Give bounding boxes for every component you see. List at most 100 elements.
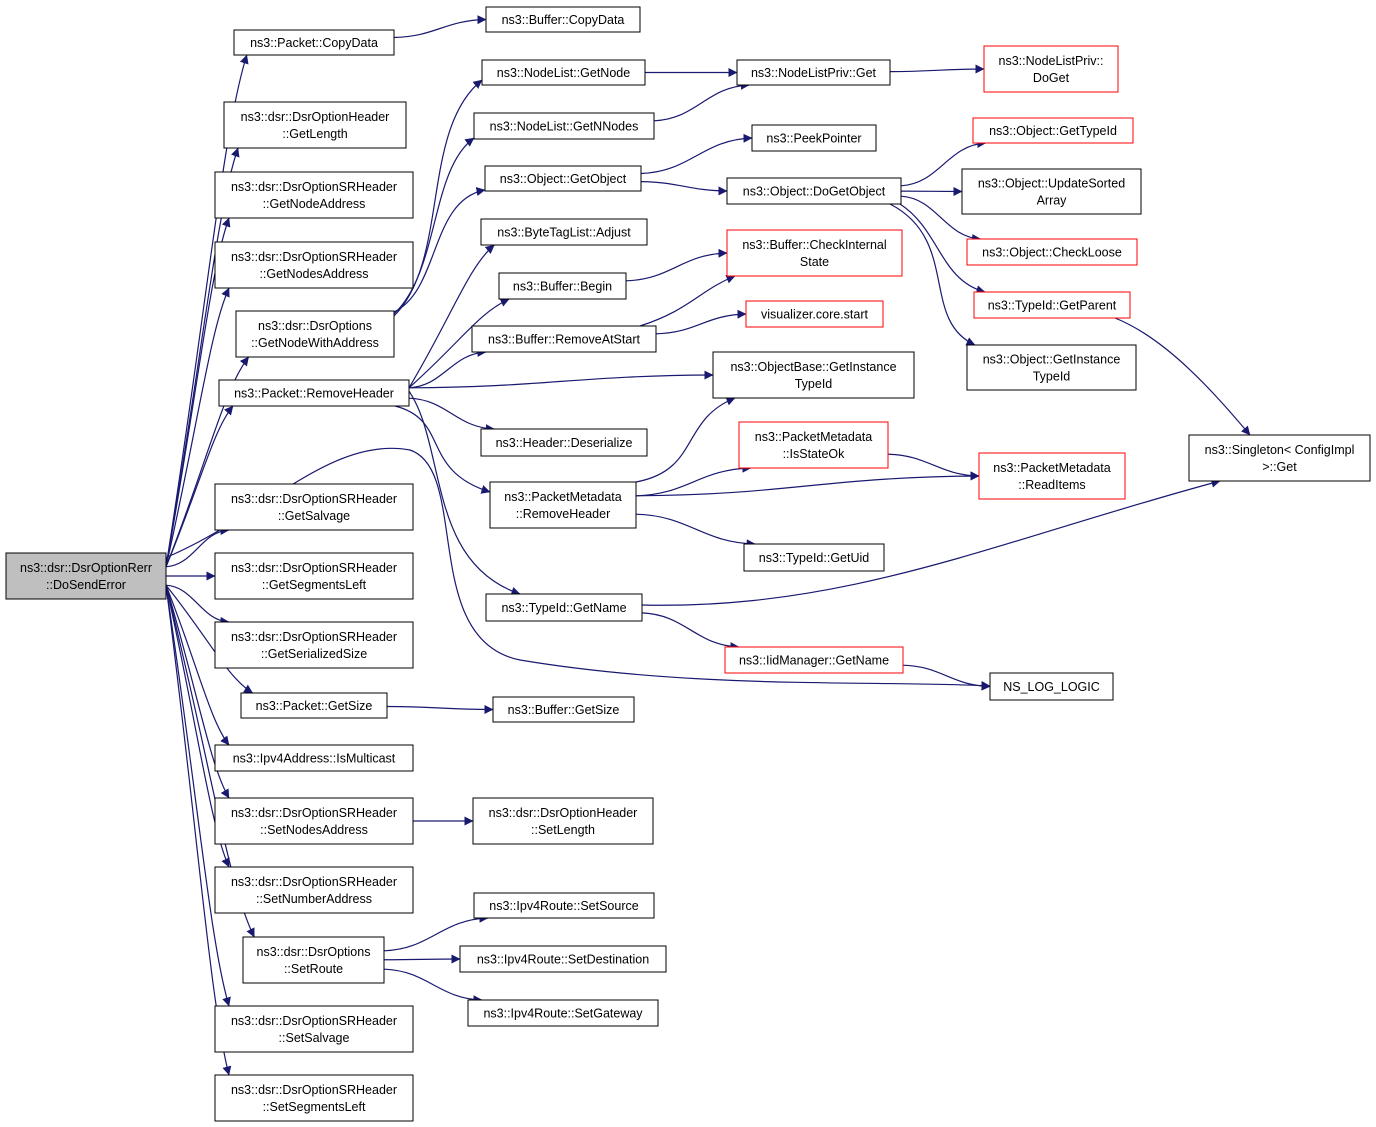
edge-root-to-packet_removeheader bbox=[165, 405, 234, 568]
node-srheader_setnodesaddress[interactable]: ns3::dsr::DsrOptionSRHeader::SetNodesAdd… bbox=[214, 797, 414, 845]
node-packetmetadata_removeheader[interactable]: ns3::PacketMetadata::RemoveHeader bbox=[489, 481, 637, 529]
node-dsroptions_setroute[interactable]: ns3::dsr::DsrOptions::SetRoute bbox=[242, 936, 385, 984]
node-label: ns3::PacketMetadata bbox=[504, 490, 621, 504]
node-label: ns3::Packet::GetSize bbox=[256, 699, 373, 713]
node-label: ns3::Object::GetObject bbox=[500, 172, 627, 186]
edge-root-to-ns_log_logic bbox=[159, 447, 991, 691]
edge-packet_removeheader-to-buffer_begin bbox=[408, 298, 510, 389]
node-buffer_copydata[interactable]: ns3::Buffer::CopyData bbox=[485, 6, 641, 33]
node-box bbox=[214, 241, 414, 289]
node-ipv4route_setdestination[interactable]: ns3::Ipv4Route::SetDestination bbox=[459, 945, 667, 973]
node-object_checkloose[interactable]: ns3::Object::CheckLoose bbox=[966, 238, 1138, 266]
node-label: ns3::Header::Deserialize bbox=[496, 436, 633, 450]
node-label: ::SetSalvage bbox=[279, 1031, 350, 1045]
node-ns_log_logic[interactable]: NS_LOG_LOGIC bbox=[989, 672, 1114, 701]
node-object_gettypeid[interactable]: ns3::Object::GetTypeId bbox=[972, 117, 1134, 144]
node-srheader_getsegmentsleft[interactable]: ns3::dsr::DsrOptionSRHeader::GetSegments… bbox=[214, 552, 414, 600]
node-srheader_setnumberaddress[interactable]: ns3::dsr::DsrOptionSRHeader::SetNumberAd… bbox=[214, 866, 414, 914]
node-label: ns3::dsr::DsrOptionSRHeader bbox=[231, 1014, 397, 1028]
edge-packetmetadata_removeheader-to-packetmetadata_readitems bbox=[635, 471, 980, 497]
node-buffer_begin[interactable]: ns3::Buffer::Begin bbox=[498, 272, 627, 300]
node-label: ns3::ObjectBase::GetInstance bbox=[730, 360, 896, 374]
node-packet_getsize[interactable]: ns3::Packet::GetSize bbox=[240, 692, 388, 719]
node-ipv4route_setsource[interactable]: ns3::Ipv4Route::SetSource bbox=[473, 892, 655, 919]
node-box bbox=[736, 59, 891, 86]
node-dsroptions_getnodewithaddress[interactable]: ns3::dsr::DsrOptions::GetNodeWithAddress bbox=[235, 310, 395, 358]
node-typeid_getparent[interactable]: ns3::TypeId::GetParent bbox=[973, 291, 1131, 319]
node-packetmetadata_isstateok[interactable]: ns3::PacketMetadata::IsStateOk bbox=[738, 421, 889, 469]
node-box bbox=[240, 692, 388, 719]
node-dsroptionheader_getlength[interactable]: ns3::dsr::DsrOptionHeader::GetLength bbox=[223, 101, 407, 149]
node-ipv4route_setgateway[interactable]: ns3::Ipv4Route::SetGateway bbox=[467, 999, 659, 1027]
node-srheader_getnodeaddress[interactable]: ns3::dsr::DsrOptionSRHeader::GetNodeAddr… bbox=[214, 171, 414, 219]
edge-packet_copydata-to-buffer_copydata bbox=[393, 15, 487, 39]
node-label: ::GetSegmentsLeft bbox=[262, 578, 367, 592]
node-packet_copydata[interactable]: ns3::Packet::CopyData bbox=[233, 29, 395, 56]
node-nodelistpriv_doget[interactable]: ns3::NodeListPriv::DoGet bbox=[983, 45, 1119, 93]
node-label: ns3::TypeId::GetParent bbox=[988, 299, 1117, 313]
edge-packet_removeheader-to-typeid_getname bbox=[399, 379, 521, 596]
node-label: ns3::Object::UpdateSorted bbox=[978, 177, 1125, 191]
node-label: ::GetLength bbox=[282, 127, 347, 141]
node-srheader_setsalvage[interactable]: ns3::dsr::DsrOptionSRHeader::SetSalvage bbox=[214, 1005, 414, 1053]
node-object_getobject[interactable]: ns3::Object::GetObject bbox=[484, 165, 642, 192]
node-object_dogetobject[interactable]: ns3::Object::DoGetObject bbox=[726, 177, 902, 205]
node-bytetaglist_adjust[interactable]: ns3::ByteTagList::Adjust bbox=[480, 218, 648, 246]
node-nodelist_getnode[interactable]: ns3::NodeList::GetNode bbox=[481, 59, 646, 86]
node-label: ns3::Object::CheckLoose bbox=[982, 246, 1122, 260]
node-iidmanager_getname[interactable]: ns3::IidManager::GetName bbox=[724, 646, 904, 674]
node-root[interactable]: ns3::dsr::DsrOptionRerr::DoSendError bbox=[5, 552, 167, 600]
node-header_deserialize[interactable]: ns3::Header::Deserialize bbox=[480, 428, 648, 457]
edge-packet_removeheader-to-objectbase_getinstancetypeid bbox=[408, 370, 714, 389]
node-label: TypeId bbox=[1033, 370, 1071, 384]
node-label: ns3::Buffer::GetSize bbox=[508, 703, 620, 717]
node-buffer_getsize[interactable]: ns3::Buffer::GetSize bbox=[492, 696, 635, 723]
edge-object_dogetobject-to-typeid_getparent bbox=[899, 203, 986, 295]
edge-packet_removeheader-to-buffer_removeatstart bbox=[408, 347, 487, 389]
edge-nodelist_getnnodes-to-nodelistpriv_get bbox=[653, 80, 750, 122]
node-nodelistpriv_get[interactable]: ns3::NodeListPriv::Get bbox=[736, 59, 891, 86]
node-srheader_setsegmentsleft[interactable]: ns3::dsr::DsrOptionSRHeader::SetSegments… bbox=[214, 1074, 414, 1122]
node-box bbox=[233, 29, 395, 56]
node-dsroptionheader_setlength[interactable]: ns3::dsr::DsrOptionHeader::SetLength bbox=[472, 797, 654, 845]
node-srheader_getserializedsize[interactable]: ns3::dsr::DsrOptionSRHeader::GetSerializ… bbox=[214, 621, 414, 669]
node-packetmetadata_readitems[interactable]: ns3::PacketMetadata::ReadItems bbox=[978, 452, 1126, 500]
edge-object_getobject-to-object_dogetobject bbox=[640, 181, 728, 196]
node-label: State bbox=[800, 255, 829, 269]
node-box bbox=[467, 999, 659, 1027]
node-box bbox=[214, 1074, 414, 1122]
node-nodelist_getnnodes[interactable]: ns3::NodeList::GetNNodes bbox=[473, 112, 655, 140]
node-label: ns3::dsr::DsrOptionHeader bbox=[241, 110, 390, 124]
node-peekpointer[interactable]: ns3::PeekPointer bbox=[751, 124, 877, 152]
node-box bbox=[738, 421, 889, 469]
node-box bbox=[1188, 434, 1371, 482]
node-box bbox=[489, 481, 637, 529]
node-label: ::DoSendError bbox=[46, 578, 126, 592]
edge-root-to-packet_copydata bbox=[165, 54, 249, 567]
node-label: ns3::Ipv4Route::SetGateway bbox=[483, 1007, 643, 1021]
node-label: ::GetNodeAddress bbox=[263, 197, 366, 211]
node-typeid_getuid[interactable]: ns3::TypeId::GetUid bbox=[743, 543, 885, 572]
node-ipv4address_ismulticast[interactable]: ns3::Ipv4Address::IsMulticast bbox=[214, 744, 414, 772]
node-packet_removeheader[interactable]: ns3::Packet::RemoveHeader bbox=[218, 379, 410, 407]
edge-packetmetadata_isstateok-to-packetmetadata_readitems bbox=[887, 453, 980, 481]
node-box bbox=[471, 325, 657, 353]
node-buffer_removeatstart[interactable]: ns3::Buffer::RemoveAtStart bbox=[471, 325, 657, 353]
node-visualizer_core_start[interactable]: visualizer.core.start bbox=[745, 300, 884, 328]
node-srheader_getsalvage[interactable]: ns3::dsr::DsrOptionSRHeader::GetSalvage bbox=[214, 483, 414, 531]
edge-object_dogetobject-to-object_getinstancetypeid bbox=[889, 203, 976, 346]
edge-object_dogetobject-to-object_checkloose bbox=[900, 195, 982, 243]
node-srheader_getnodesaddress[interactable]: ns3::dsr::DsrOptionSRHeader::GetNodesAdd… bbox=[214, 241, 414, 289]
node-label: ns3::TypeId::GetUid bbox=[759, 551, 870, 565]
node-singleton_get[interactable]: ns3::Singleton< ConfigImpl >::Get bbox=[1188, 434, 1371, 482]
node-label: ::SetRoute bbox=[284, 962, 343, 976]
node-box bbox=[473, 112, 655, 140]
node-label: ::SetSegmentsLeft bbox=[263, 1100, 366, 1114]
node-box bbox=[978, 452, 1126, 500]
node-box bbox=[473, 892, 655, 919]
node-typeid_getname[interactable]: ns3::TypeId::GetName bbox=[485, 593, 643, 622]
